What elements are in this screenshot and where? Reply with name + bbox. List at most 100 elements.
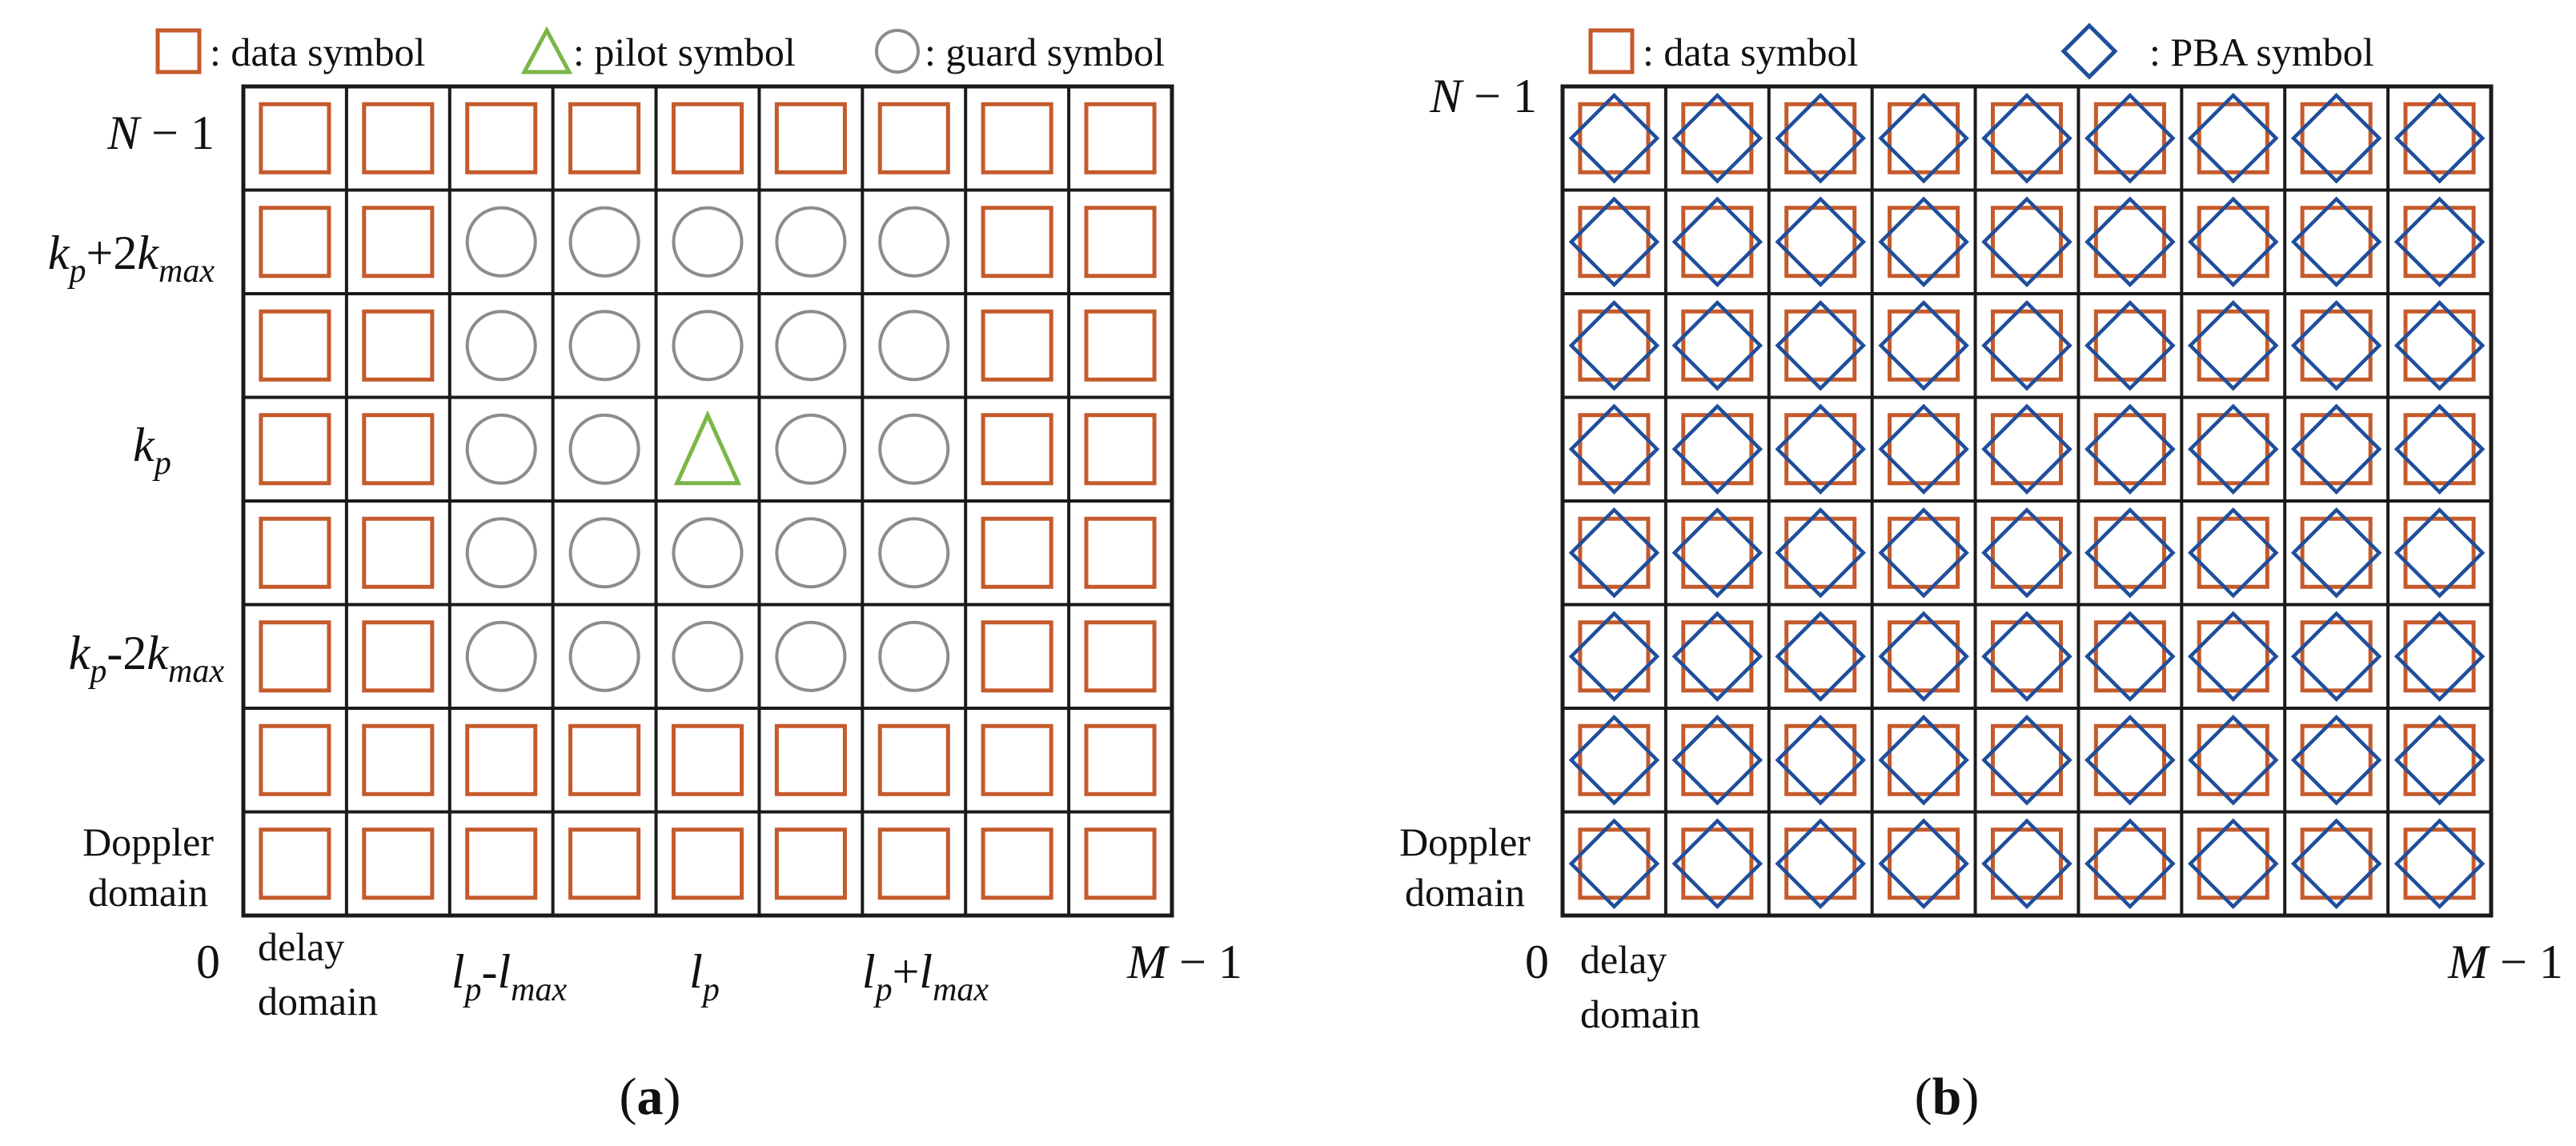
data-symbol-square — [362, 827, 435, 900]
legend-guard-circle-icon — [875, 29, 920, 74]
pba-symbol-diamond — [2393, 611, 2486, 703]
pba-symbol-diamond — [2188, 714, 2279, 806]
pba-symbol-diamond — [1671, 196, 1763, 288]
pba-symbol-diamond — [1671, 92, 1763, 184]
pba-symbol-diamond — [2188, 507, 2279, 599]
data-symbol-square — [2300, 827, 2373, 900]
data-symbol-square — [1681, 206, 1754, 278]
data-symbol-square — [1784, 827, 1857, 900]
legend-pba-diamond-icon — [2060, 22, 2118, 80]
pba-symbol-diamond — [1981, 299, 2072, 391]
data-symbol-square — [1784, 516, 1857, 589]
pba-symbol-diamond — [2393, 714, 2486, 806]
pba-symbol-diamond — [1671, 611, 1763, 703]
y-label-kp: kp — [133, 419, 171, 482]
pba-symbol-diamond — [1878, 196, 1969, 288]
doppler-domain-label-line2: domain — [88, 870, 208, 915]
guard-symbol-circle — [878, 413, 950, 485]
data-symbol-square — [2093, 723, 2166, 796]
data-symbol-square — [465, 102, 538, 174]
pba-symbol-diamond — [1878, 507, 1969, 599]
doppler-domain-label-b-line2: domain — [1405, 870, 1525, 915]
pba-symbol-diamond — [2290, 714, 2382, 806]
data-symbol-square — [1578, 413, 1651, 486]
data-symbol-square — [1084, 309, 1157, 382]
data-symbol-square — [2197, 413, 2269, 486]
data-symbol-square — [259, 620, 331, 693]
data-symbol-square — [981, 827, 1053, 900]
data-symbol-square — [2093, 309, 2166, 382]
pba-symbol-diamond — [1775, 92, 1866, 184]
doppler-domain-label-line1: Doppler — [82, 819, 214, 864]
data-symbol-square — [1084, 516, 1157, 589]
pba-symbol-diamond — [1878, 818, 1969, 910]
data-symbol-square — [259, 723, 331, 796]
data-symbol-square — [774, 102, 847, 174]
data-symbol-square — [1681, 723, 1754, 796]
pba-symbol-diamond — [2290, 196, 2382, 288]
data-symbol-square — [1084, 723, 1157, 796]
data-symbol-square — [1681, 516, 1754, 589]
data-symbol-square — [1084, 827, 1157, 900]
pba-symbol-diamond — [1878, 299, 1969, 391]
data-symbol-square — [1681, 102, 1754, 174]
guard-symbol-circle — [672, 310, 744, 382]
data-symbol-square — [1888, 206, 1960, 278]
guard-symbol-circle — [775, 310, 847, 382]
data-symbol-square — [774, 827, 847, 900]
data-symbol-square — [362, 723, 435, 796]
legend-data-square-icon-b — [1588, 28, 1635, 74]
pba-symbol-diamond — [1878, 403, 1969, 495]
data-symbol-square — [2093, 206, 2166, 278]
pba-symbol-diamond — [1775, 818, 1866, 910]
legend-data-label-b: : data symbol — [1643, 30, 1858, 74]
data-symbol-square — [1578, 102, 1651, 174]
data-symbol-square — [2197, 516, 2269, 589]
delay-domain-label-b-line2: domain — [1580, 992, 1700, 1036]
guard-symbol-circle — [775, 206, 847, 278]
pba-symbol-diamond — [2084, 403, 2176, 495]
data-symbol-square — [2403, 516, 2476, 589]
data-symbol-square — [568, 723, 641, 796]
pba-symbol-diamond — [2393, 92, 2486, 184]
data-symbol-square — [362, 413, 435, 486]
data-symbol-square — [877, 102, 950, 174]
data-symbol-square — [1084, 620, 1157, 693]
data-symbol-square — [362, 516, 435, 589]
pba-symbol-diamond — [2084, 299, 2176, 391]
guard-symbol-circle — [878, 517, 950, 589]
pba-symbol-diamond — [2188, 818, 2279, 910]
data-symbol-square — [1784, 723, 1857, 796]
data-symbol-square — [259, 102, 331, 174]
data-symbol-square — [259, 827, 331, 900]
panel-b-legend: : data symbol : PBA symbol — [1588, 22, 2374, 80]
data-symbol-square — [1888, 516, 1960, 589]
data-symbol-square — [981, 309, 1053, 382]
pba-symbol-diamond — [1671, 818, 1763, 910]
legend-data-label: : data symbol — [210, 30, 425, 74]
y-label-n-minus-1: N − 1 — [106, 106, 215, 159]
data-symbol-square — [2197, 206, 2269, 278]
data-symbol-square — [1084, 413, 1157, 486]
data-symbol-square — [362, 309, 435, 382]
pba-symbol-diamond — [1775, 299, 1866, 391]
data-symbol-square — [1990, 206, 2064, 278]
guard-symbol-circle — [878, 310, 950, 382]
guard-symbol-circle — [672, 517, 744, 589]
data-symbol-square — [981, 206, 1053, 278]
guard-symbol-circle — [568, 620, 640, 692]
pba-symbol-diamond — [1878, 714, 1969, 806]
pba-symbol-diamond — [1775, 403, 1866, 495]
data-symbol-square — [1784, 413, 1857, 486]
data-symbol-square — [259, 206, 331, 278]
data-symbol-square — [2197, 309, 2269, 382]
data-symbol-square — [2197, 827, 2269, 900]
guard-symbol-circle — [465, 206, 537, 278]
guard-symbol-circle — [465, 310, 537, 382]
data-symbol-square — [568, 827, 641, 900]
panel-a: : data symbol : pilot symbol : guard sym… — [48, 26, 1242, 1126]
data-symbol-square — [1784, 102, 1857, 174]
guard-symbol-circle — [775, 620, 847, 692]
data-symbol-square — [1888, 413, 1960, 486]
data-symbol-square — [1578, 206, 1651, 278]
